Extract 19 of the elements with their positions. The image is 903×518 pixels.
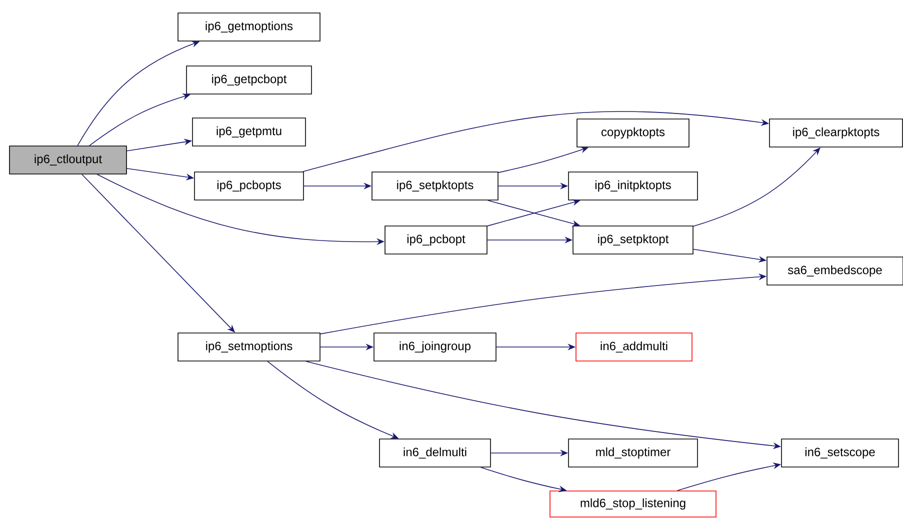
function-box: ip6_getmoptions [178, 12, 320, 42]
function-box: mld6_stop_listening [550, 490, 716, 518]
function-box: ip6_setpktopts [372, 172, 498, 200]
function-box: ip6_clearpktopts [769, 118, 903, 148]
function-box: in6_addmulti [576, 332, 692, 362]
function-box: sa6_embedscope [766, 256, 903, 286]
function-box: ip6_pcbopts [194, 172, 304, 200]
function-box: copypktopts [576, 118, 690, 148]
function-box: ip6_getpcbopt [186, 66, 312, 94]
function-box: in6_delmulti [379, 438, 491, 468]
function-box: ip6_setmoptions [178, 332, 320, 362]
function-box: ip6_getpmtu [192, 118, 306, 146]
function-box: ip6_ctloutput [9, 146, 127, 174]
function-box: ip6_setpktopt [572, 226, 694, 254]
function-box: mld_stoptimer [568, 438, 698, 468]
function-box: ip6_pcbopt [384, 226, 488, 254]
function-box: in6_joingroup [374, 332, 496, 362]
function-box: in6_setscope [781, 438, 899, 468]
function-box: ip6_initpktopts [568, 172, 698, 200]
